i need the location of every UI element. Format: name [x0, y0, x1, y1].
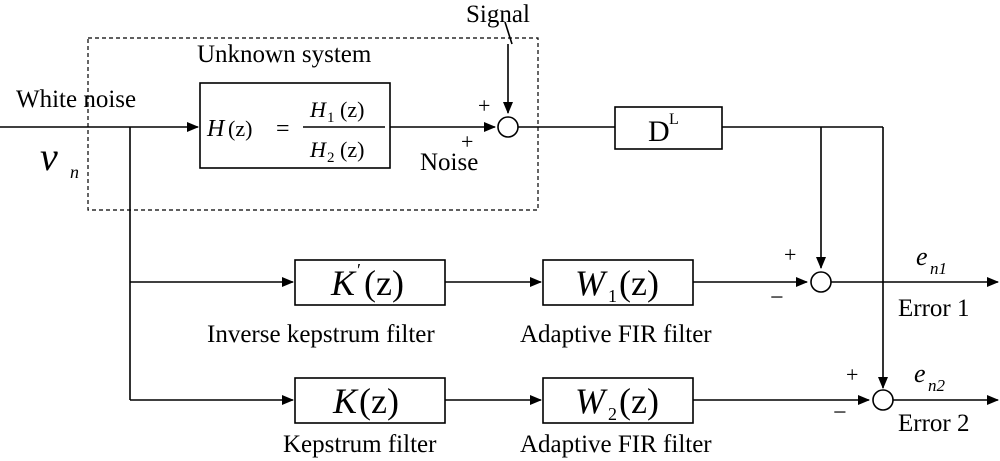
- input-symbol: v: [40, 134, 58, 179]
- delay-superscript: L: [669, 111, 679, 128]
- inverse-kepstrum-caption: Inverse kepstrum filter: [207, 321, 435, 348]
- kepstrum-caption: Kepstrum filter: [283, 431, 437, 458]
- adaptive-fir-caption-1: Adaptive FIR filter: [520, 321, 712, 348]
- equals-sign: =: [276, 116, 290, 142]
- sum3-top-sign: +: [846, 362, 858, 387]
- adaptive-fir-block-1: [542, 259, 694, 306]
- error1-subscript: n1: [930, 259, 947, 278]
- k-symbol: K: [332, 381, 359, 421]
- w1-arg: (z): [619, 263, 659, 303]
- sum-junction-2: [810, 271, 832, 293]
- noise-label: Noise: [420, 149, 478, 176]
- w2-arg: (z): [619, 381, 659, 421]
- numerator-subscript: 1: [327, 110, 335, 126]
- transfer-function-block: [199, 82, 391, 169]
- denominator-subscript: 2: [327, 150, 335, 166]
- kepstrum-block: [294, 377, 446, 424]
- error2-label: Error 2: [898, 410, 970, 437]
- h-left-arg: (z): [228, 116, 252, 141]
- sum3-left-sign: −: [833, 400, 847, 426]
- input-symbol-subscript: n: [70, 162, 79, 182]
- white-noise-label: White noise: [16, 86, 136, 113]
- numerator-arg: (z): [340, 97, 364, 122]
- unknown-system-region: [87, 37, 539, 211]
- error1-label: Error 1: [898, 295, 970, 322]
- error2-subscript: n2: [928, 376, 946, 395]
- unknown-system-label: Unknown system: [197, 41, 372, 68]
- k-arg: (z): [359, 381, 399, 421]
- inverse-kepstrum-block: [294, 259, 446, 306]
- sum2-top-sign: +: [784, 242, 796, 267]
- numerator-symbol: H: [309, 97, 327, 122]
- signal-label: Signal: [466, 1, 530, 28]
- error2-symbol: e: [914, 359, 926, 388]
- adaptive-fir-block-2: [542, 377, 694, 424]
- sum1-bottom-sign: +: [461, 129, 473, 154]
- w1-subscript: 1: [608, 286, 617, 306]
- sum-junction-1: [497, 116, 519, 138]
- delay-block: [614, 106, 723, 150]
- denominator-symbol: H: [309, 137, 327, 162]
- sum2-left-sign: −: [770, 285, 784, 311]
- error1-symbol: e: [916, 242, 928, 271]
- kprime-mark: ′: [357, 260, 361, 280]
- sum1-top-sign: +: [478, 93, 490, 118]
- kprime-arg: (z): [364, 263, 404, 303]
- sum-junction-3: [872, 389, 894, 411]
- w2-subscript: 2: [608, 404, 617, 424]
- kprime-symbol: K: [330, 263, 357, 303]
- h-left-symbol: H: [206, 116, 226, 142]
- w1-symbol: W: [575, 263, 608, 303]
- w2-symbol: W: [575, 381, 608, 421]
- signal-line: [504, 21, 513, 45]
- adaptive-fir-caption-2: Adaptive FIR filter: [520, 431, 712, 458]
- denominator-arg: (z): [340, 137, 364, 162]
- delay-symbol: D: [648, 115, 670, 148]
